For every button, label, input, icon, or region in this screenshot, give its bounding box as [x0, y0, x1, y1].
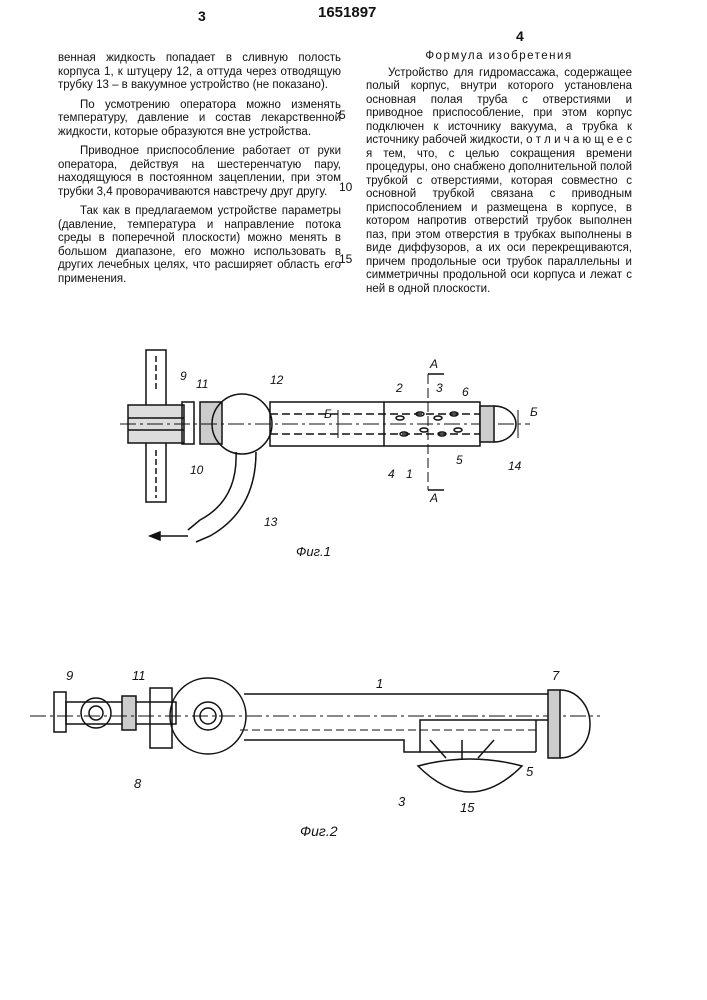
page-number-left: 3 [198, 8, 206, 24]
label-5: 5 [456, 453, 463, 467]
flange-collar [200, 402, 222, 444]
label-15: 15 [460, 800, 475, 815]
figure-2-drawing: 9 11 1 7 8 3 5 15 Фиг.2 [0, 640, 707, 840]
paragraph: По усмотрению оператора можно изменять т… [58, 99, 341, 140]
handle-and-gear [54, 688, 176, 748]
section-a-top: А [429, 357, 438, 371]
section-b-right: Б [530, 405, 538, 419]
diffuser-jets [430, 740, 494, 760]
right-text-column: Формула изобретения Устройство для гидро… [366, 50, 632, 302]
label-7: 7 [552, 668, 560, 683]
label-5: 5 [526, 764, 534, 779]
label-8: 8 [134, 776, 142, 791]
paragraph: Приводное приспособление работает от рук… [58, 145, 341, 199]
section-a-bottom: А [429, 491, 438, 505]
label-4: 4 [388, 467, 395, 481]
label-11: 11 [196, 377, 208, 391]
flow-arrow [150, 532, 188, 540]
line-number: 10 [339, 180, 352, 194]
page-number-right: 4 [516, 28, 524, 44]
left-text-column: венная жидкость попадает в сливную полос… [58, 52, 341, 292]
gear-pair [128, 402, 194, 444]
line-number: 15 [339, 252, 352, 266]
treated-area-15 [418, 759, 522, 792]
label-9: 9 [66, 668, 73, 683]
claim-text: Устройство для гидромассажа, содержащее … [366, 67, 632, 297]
label-3: 3 [398, 794, 406, 809]
end-cap-7 [548, 690, 590, 758]
figure-1-drawing: 9 11 12 10 13 2 3 6 4 1 5 14 А А Б Б Фиг… [0, 330, 707, 570]
paragraph: венная жидкость попадает в сливную полос… [58, 52, 341, 93]
label-1: 1 [376, 676, 383, 691]
patent-number: 1651897 [318, 4, 376, 21]
label-1: 1 [406, 467, 413, 481]
figure-1-caption: Фиг.1 [296, 544, 331, 559]
label-10: 10 [190, 463, 204, 477]
claims-title: Формула изобретения [366, 50, 632, 64]
section-b-left: Б [324, 407, 332, 421]
label-12: 12 [270, 373, 284, 387]
label-14: 14 [508, 459, 522, 473]
label-3: 3 [436, 381, 443, 395]
figure-2-caption: Фиг.2 [300, 823, 338, 839]
paragraph: Так как в предлагаемом устройстве параме… [58, 205, 341, 286]
label-11: 11 [132, 668, 146, 683]
line-number: 5 [339, 108, 346, 122]
label-2: 2 [395, 381, 403, 395]
label-9: 9 [180, 369, 187, 383]
label-13: 13 [264, 515, 278, 529]
label-6: 6 [462, 385, 469, 399]
